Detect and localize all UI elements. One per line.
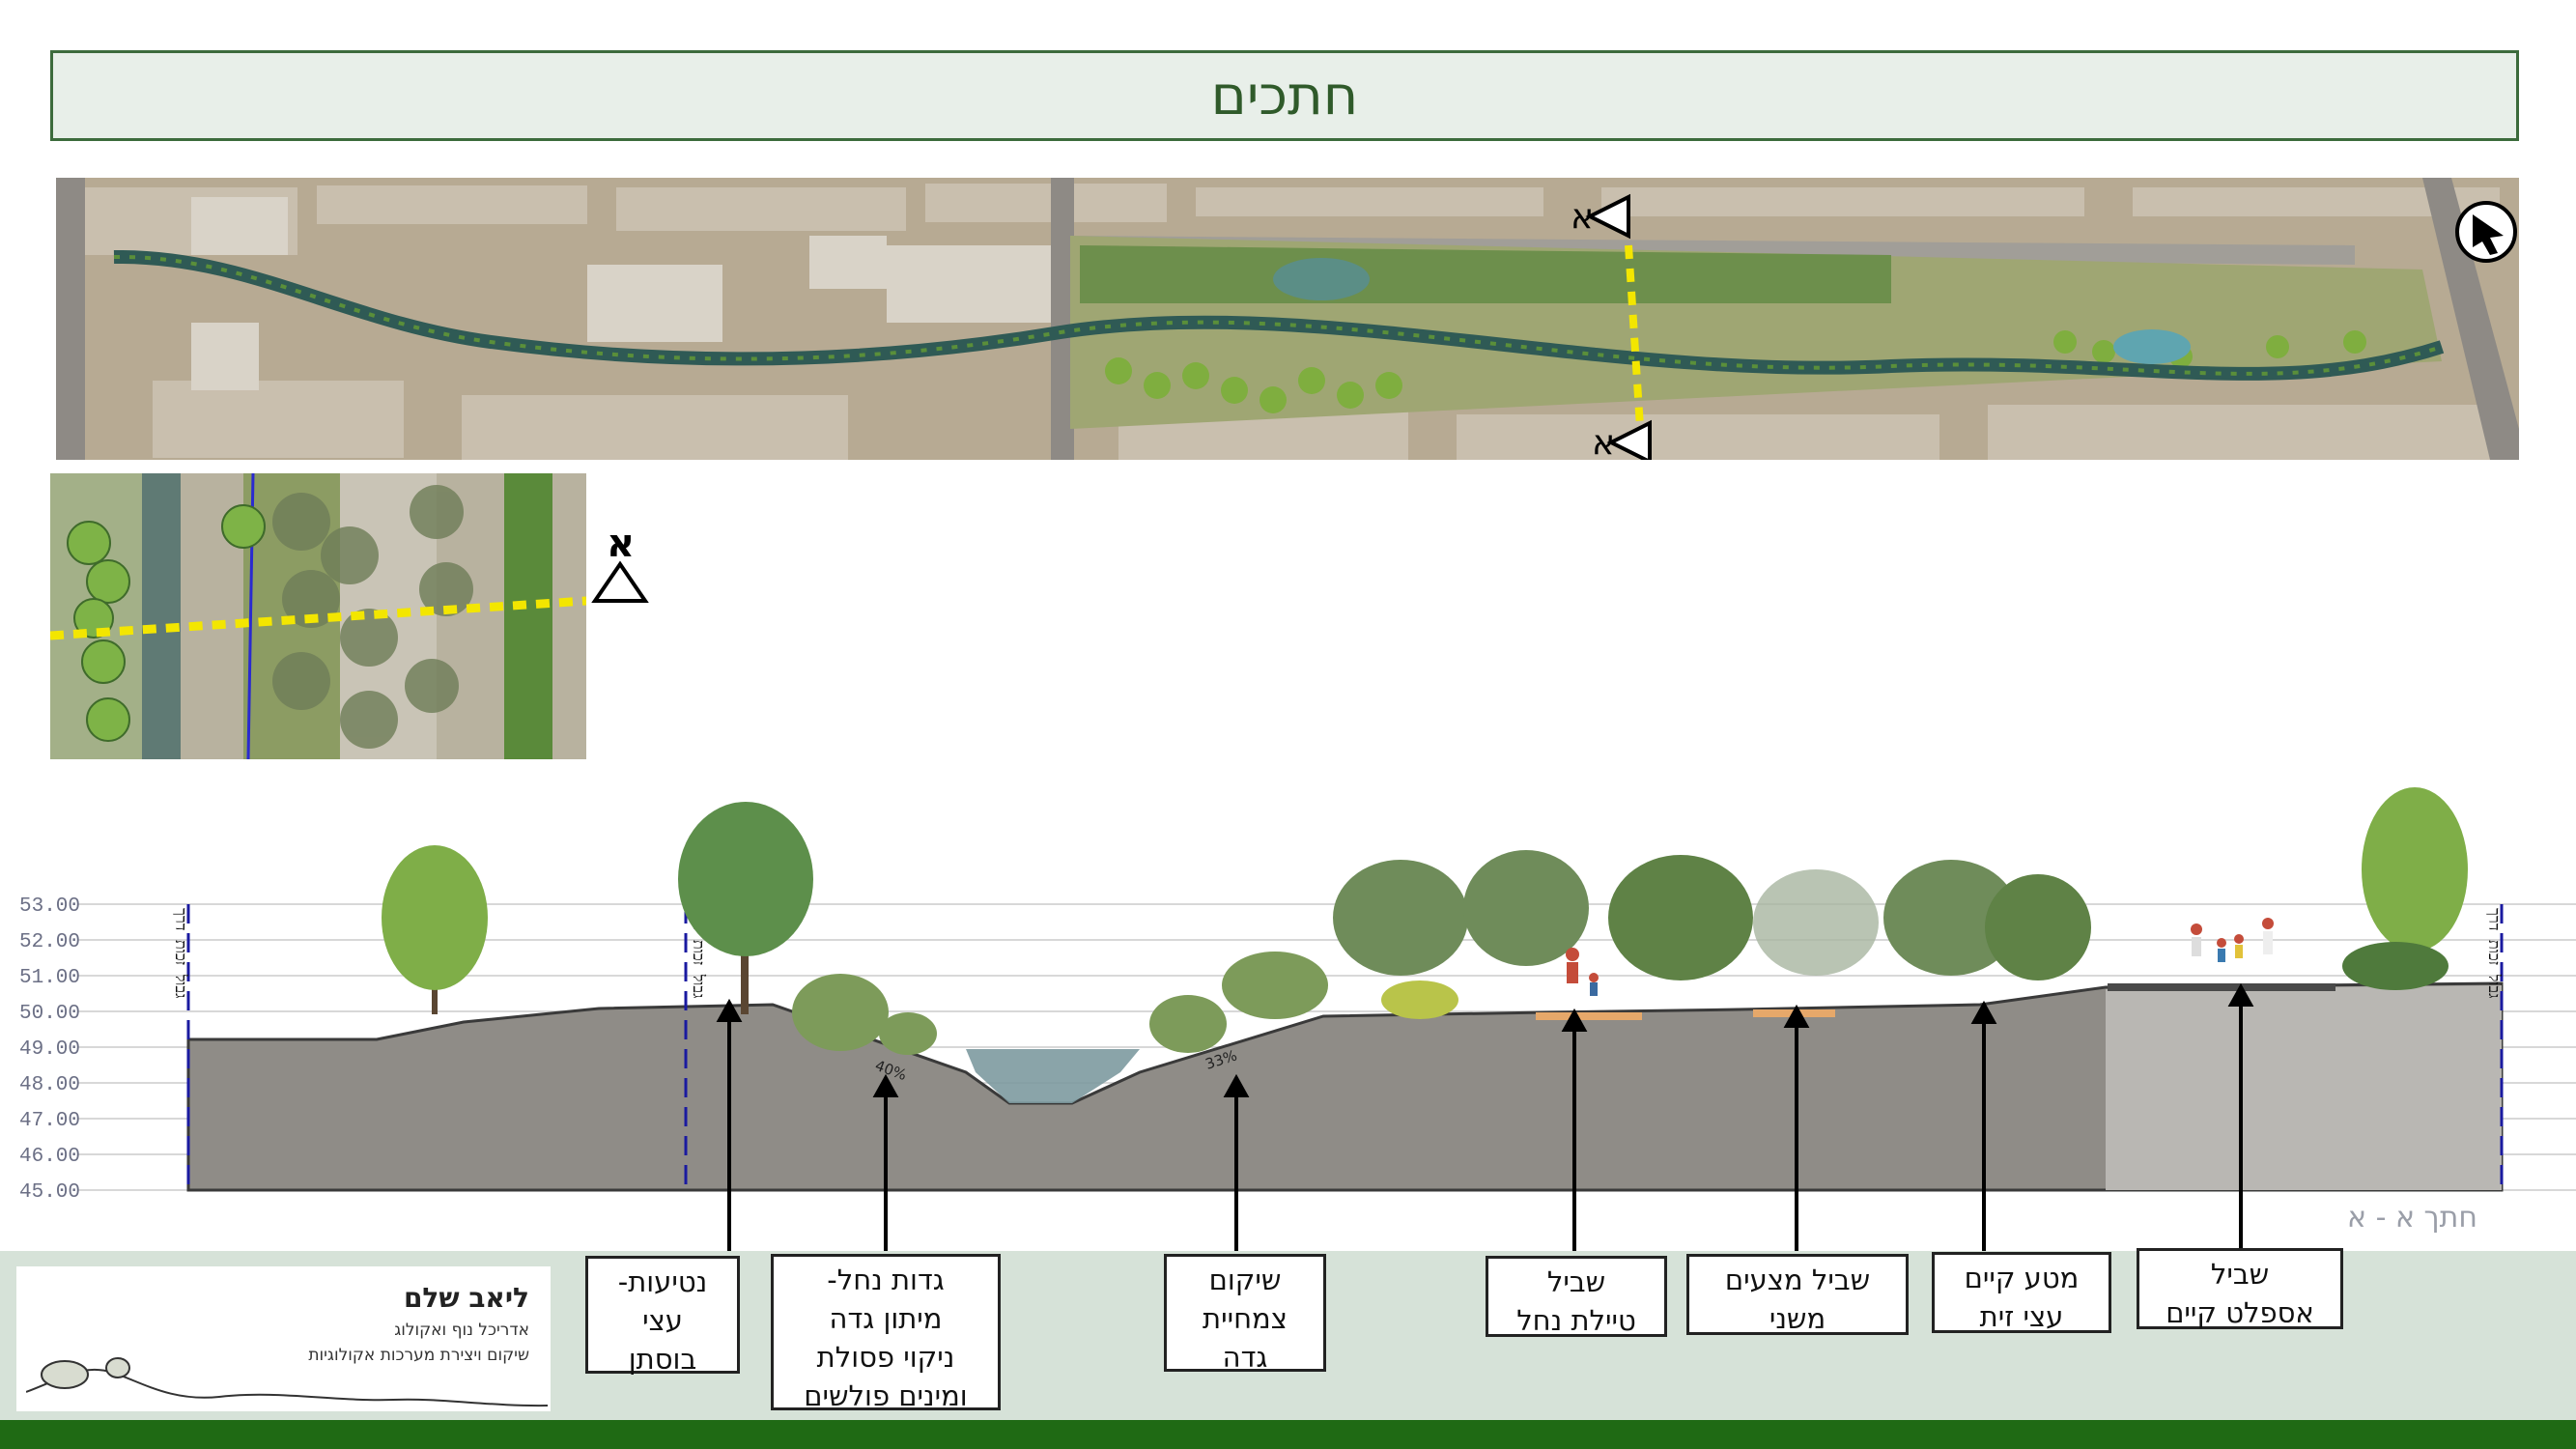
- elevation-label: 46.00: [19, 1146, 80, 1168]
- elevation-label: 53.00: [19, 895, 80, 918]
- logo-subtitle: אדריכל נוף ואקולוג: [394, 1321, 529, 1340]
- elevation-label: 48.00: [19, 1074, 80, 1096]
- asphalt-path: [2108, 983, 2335, 991]
- title-banner: חתכים: [50, 50, 2519, 141]
- boundary-label-left: גבול זכות דרך: [172, 908, 190, 998]
- elevation-label: 47.00: [19, 1110, 80, 1132]
- section-marker-top-label: א: [1571, 197, 1594, 237]
- people-icon: [1566, 918, 2274, 996]
- inset-marker-label: א: [607, 522, 636, 566]
- footer-bar: [0, 1420, 2576, 1449]
- callout-leaders: [716, 982, 2254, 1256]
- elevation-label: 49.00: [19, 1038, 80, 1061]
- elevation-label: 50.00: [19, 1003, 80, 1025]
- inset-marker-triangle-icon: [591, 560, 649, 603]
- elevation-label: 45.00: [19, 1181, 80, 1204]
- cross-section-drawing: 53.00 52.00 51.00 50.00 49.00 48.00 47.0…: [19, 787, 2576, 1256]
- section-marker-bottom-label: א: [1592, 423, 1615, 460]
- landscape-sketch-icon: [26, 1357, 548, 1407]
- inset-cut-line: [50, 596, 586, 640]
- logo-name: ליאב שלם: [403, 1282, 529, 1314]
- section-cut-line: [1625, 244, 1644, 428]
- section-marker-bottom-icon: [1606, 419, 1652, 460]
- tree-icon: [1333, 850, 2091, 980]
- tree-icon: [382, 845, 488, 1014]
- page-title: חתכים: [1210, 64, 1359, 128]
- tree-icon: [678, 802, 813, 1014]
- logo-tagline: שיקום ויצירת מערכות אקולוגיות: [308, 1346, 529, 1365]
- boundary-label-right: גבול זכות דרך: [2485, 908, 2504, 998]
- section-title: חתך א - א: [2347, 1201, 2477, 1235]
- office-logo: ליאב שלם אדריכל נוף ואקולוג שיקום ויצירת…: [16, 1266, 551, 1411]
- elevation-label: 51.00: [19, 967, 80, 989]
- bank-vegetation: [792, 942, 2449, 1055]
- inset-detail-image: [50, 473, 586, 759]
- promenade-path: [1536, 1012, 1642, 1020]
- section-marker-top-icon: [1585, 193, 1630, 240]
- north-arrow-icon: [2455, 201, 2517, 263]
- stream-water: [966, 1049, 1140, 1103]
- aerial-plan-image: א א: [56, 178, 2519, 460]
- tree-icon: [2362, 787, 2468, 985]
- elevation-label: 52.00: [19, 931, 80, 953]
